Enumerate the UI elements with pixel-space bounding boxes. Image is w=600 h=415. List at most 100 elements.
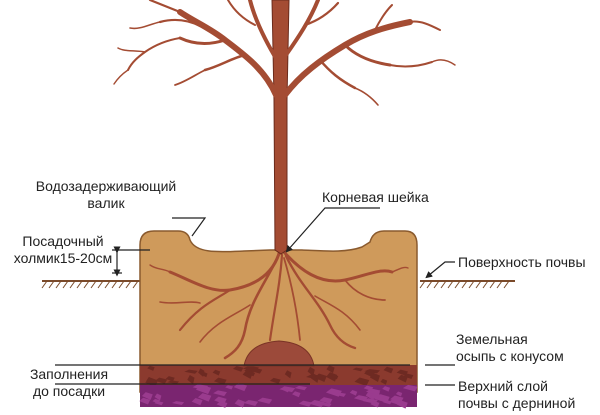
texture-fragment	[154, 393, 162, 401]
hatch-mark	[489, 280, 496, 289]
hatch-mark	[503, 280, 510, 289]
label-earth-cone: Земельная осыпь с конусом	[456, 331, 564, 365]
texture-fragment	[380, 378, 388, 385]
texture-fragment	[298, 400, 312, 407]
label-prefill-line2: до посадки	[32, 383, 106, 399]
hatch-mark	[41, 280, 48, 289]
hatch-mark	[83, 280, 90, 289]
hatch-mark	[447, 280, 454, 289]
tree-branches	[113, 0, 456, 106]
texture-fragment	[234, 399, 245, 408]
texture-fragment	[382, 386, 391, 392]
texture-fragment	[269, 377, 281, 384]
label-planting-mound-line2: холмик15-20см	[13, 250, 113, 266]
leader-root-collar	[285, 207, 380, 253]
hatch-mark	[97, 280, 104, 289]
hatch-mark	[475, 280, 482, 289]
label-topsoil: Верхний слой почвы с дерниной	[458, 378, 575, 412]
texture-fragment	[145, 378, 157, 387]
texture-fragment	[213, 377, 227, 385]
texture-fragment	[257, 397, 272, 404]
hatch-mark	[62, 280, 69, 289]
hatch-mark	[482, 280, 489, 289]
texture-fragment	[242, 365, 259, 372]
texture-fragment	[383, 366, 394, 374]
ground-hatch-right	[419, 280, 510, 289]
label-planting-mound: Посадочный холмик15-20см	[4, 233, 122, 267]
texture-fragment	[152, 398, 160, 404]
hatch-mark	[461, 280, 468, 289]
texture-fragment	[326, 372, 338, 382]
ground-hatch-left	[41, 280, 139, 289]
leader-water-ridge	[172, 217, 207, 237]
prefill-layer	[140, 365, 417, 385]
texture-fragment	[212, 369, 221, 376]
label-prefill-line1: Заполнения	[29, 366, 109, 382]
label-water-ridge-line2: валик	[87, 195, 125, 211]
label-planting-mound-line1: Посадочный	[22, 233, 104, 249]
hatch-mark	[468, 280, 475, 289]
texture-fragment	[363, 385, 374, 391]
texture-fragment	[354, 377, 370, 387]
label-prefill: Заполнения до посадки	[14, 366, 124, 400]
texture-fragment	[402, 384, 418, 392]
hatch-mark	[55, 280, 62, 289]
hatch-mark	[69, 280, 76, 289]
planting-pit-soil	[139, 230, 418, 393]
texture-fragment	[141, 392, 153, 400]
texture-fragment	[233, 383, 248, 392]
leader-lines	[55, 207, 455, 386]
texture-fragment	[232, 365, 244, 372]
label-water-ridge-line1: Водозадерживающий	[35, 178, 177, 194]
texture-fragment	[184, 369, 198, 374]
hatch-mark	[454, 280, 461, 289]
label-earth-cone-line1: Земельная	[456, 331, 528, 347]
texture-fragment	[279, 386, 296, 393]
hatch-mark	[125, 280, 132, 289]
label-earth-cone-line2: осыпь с конусом	[456, 348, 564, 364]
texture-fragment	[155, 377, 168, 384]
texture-fragment	[147, 365, 155, 371]
hatch-mark	[76, 280, 83, 289]
earth-cone	[243, 340, 315, 367]
texture-fragment	[352, 367, 363, 372]
texture-fragment	[198, 368, 205, 377]
hatch-mark	[111, 280, 118, 289]
texture-fragment	[171, 401, 185, 405]
texture-fragment	[369, 393, 385, 401]
tree-trunk	[271, 0, 290, 255]
texture-fragment	[292, 391, 301, 398]
texture-fragment	[319, 397, 333, 405]
texture-fragment	[165, 376, 175, 382]
texture-fragment	[335, 392, 347, 397]
texture-fragment	[243, 399, 259, 406]
texture-fragment	[349, 390, 358, 396]
hatch-mark	[433, 280, 440, 289]
texture-fragment	[214, 396, 227, 405]
rubble-texture	[145, 365, 414, 387]
texture-fragment	[192, 384, 209, 391]
label-topsoil-line2: почвы с дерниной	[458, 395, 576, 411]
texture-fragment	[396, 369, 408, 376]
label-root-collar: Корневая шейка	[322, 189, 429, 205]
texture-fragment	[139, 397, 151, 405]
texture-fragment	[197, 393, 212, 402]
hatch-mark	[419, 280, 426, 289]
texture-fragment	[294, 385, 307, 391]
texture-fragment	[326, 365, 335, 374]
texture-fragment	[364, 369, 375, 378]
texture-fragment	[284, 370, 292, 379]
texture-fragment	[307, 366, 315, 377]
texture-fragment	[191, 397, 203, 406]
hatch-mark	[48, 280, 55, 289]
leader-soil-surface	[425, 261, 455, 279]
texture-fragment	[167, 380, 180, 385]
hatch-mark	[132, 280, 139, 289]
label-water-ridge: Водозадерживающий валик	[22, 178, 190, 212]
texture-fragment	[187, 374, 195, 385]
texture-fragment	[308, 399, 325, 408]
hatch-mark	[496, 280, 503, 289]
texture-fragment	[225, 385, 234, 390]
